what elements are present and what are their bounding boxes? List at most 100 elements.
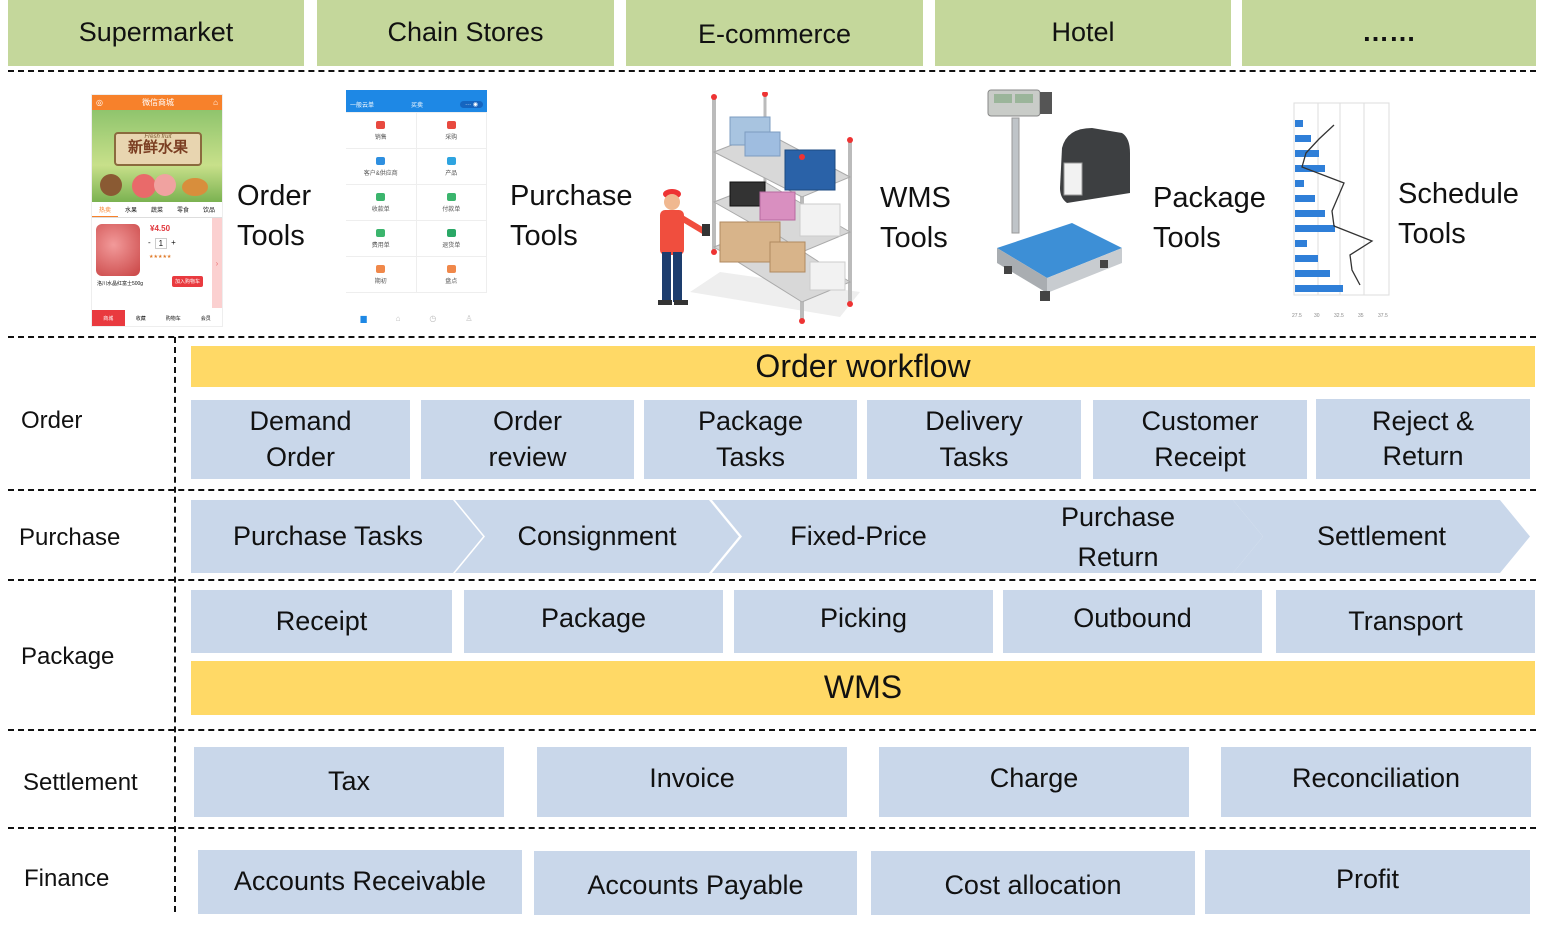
industry-chain-stores[interactable]: Chain Stores <box>317 0 614 66</box>
industry-label: Supermarket <box>78 17 234 48</box>
grid-item-label: 期初 <box>374 278 387 285</box>
grid-item[interactable]: 付款单 <box>416 185 487 221</box>
tab[interactable]: 热卖 <box>92 202 118 217</box>
module-accounts-payable[interactable]: Accounts Payable <box>534 851 857 915</box>
order-workflow-bar[interactable]: Order workflow <box>191 346 1535 387</box>
tool-label-line: Purchase <box>510 180 633 212</box>
home-icon[interactable]: ▆ <box>360 313 367 323</box>
module-label: Package <box>697 406 804 437</box>
module-label: Delivery <box>925 406 1023 437</box>
bar-label: WMS <box>823 669 903 706</box>
tool-label-order: Order Tools <box>237 176 311 256</box>
module-label: Return <box>1382 441 1464 471</box>
bar-label: Order workflow <box>755 347 971 384</box>
nav-item[interactable]: 商城 <box>92 310 125 326</box>
grid-item-icon <box>376 156 386 165</box>
module-reconciliation[interactable]: Reconciliation <box>1221 747 1531 817</box>
grid-item[interactable]: 盘点 <box>416 257 487 293</box>
store-icon[interactable]: ⌂ <box>395 313 401 323</box>
svg-text:37.5: 37.5 <box>1378 313 1388 317</box>
module-label: Receipt <box>1154 441 1246 472</box>
grid-item-icon <box>376 192 386 201</box>
clock-icon[interactable]: ◷ <box>429 313 437 323</box>
module-transport[interactable]: Transport <box>1276 590 1535 653</box>
grid-item-icon <box>376 264 386 273</box>
tab[interactable]: 水果 <box>124 208 137 214</box>
tab[interactable]: 蔬菜 <box>150 208 163 214</box>
warehouse-illustration <box>658 92 860 324</box>
grid-item[interactable]: 收款单 <box>346 185 417 221</box>
module-outbound[interactable]: Outbound <box>1003 590 1262 653</box>
module-label: Tasks <box>715 441 785 472</box>
step-purchase-tasks[interactable]: Purchase Tasks <box>191 500 483 573</box>
step-label: Purchase <box>1060 501 1176 532</box>
industry-label: E-commerce <box>697 19 852 50</box>
wms-bar[interactable]: WMS <box>191 661 1535 715</box>
industry-ecommerce[interactable]: E-commerce <box>626 0 923 66</box>
grid-item[interactable]: 费用单 <box>346 221 417 257</box>
grid-item[interactable]: 产品 <box>416 149 487 185</box>
tab[interactable]: 饮品 <box>202 208 215 214</box>
module-tax[interactable]: Tax <box>194 747 504 817</box>
step-label: Purchase Tasks <box>232 520 424 551</box>
module-package[interactable]: Package <box>464 590 723 653</box>
industry-more[interactable]: …… <box>1242 0 1536 66</box>
tool-label-package: Package Tools <box>1153 178 1266 258</box>
user-icon[interactable]: ♙ <box>465 313 473 323</box>
grid-item[interactable]: 销售 <box>346 113 417 149</box>
module-charge[interactable]: Charge <box>879 747 1189 817</box>
module-label: Outbound <box>1073 602 1192 633</box>
module-cost-allocation[interactable]: Cost allocation <box>871 851 1195 915</box>
fruit-banner: Fresh fruit 新鲜水果 <box>92 110 222 202</box>
nav-item[interactable]: 收藏 <box>135 315 146 322</box>
divider <box>8 336 1536 338</box>
divider <box>8 729 1536 731</box>
quantity-stepper[interactable]: -1+ <box>148 238 176 249</box>
divider <box>8 489 1536 491</box>
module-receipt[interactable]: Receipt <box>191 590 452 653</box>
row-label-settlement: Settlement <box>23 769 138 796</box>
tool-label-purchase: Purchase Tools <box>510 176 633 256</box>
nav-item[interactable]: 购物车 <box>165 315 181 322</box>
industry-supermarket[interactable]: Supermarket <box>8 0 304 66</box>
grid-item-label: 销售 <box>374 134 387 141</box>
industry-label: …… <box>1362 17 1416 48</box>
module-label: Accounts Receivable <box>233 866 487 897</box>
step-settlement[interactable]: Settlement <box>1233 500 1530 573</box>
grid-item[interactable]: 期初 <box>346 257 417 293</box>
step-label: Fixed-Price <box>790 520 927 551</box>
step-consignment[interactable]: Consignment <box>455 500 739 573</box>
grid-item[interactable]: 采购 <box>416 113 487 149</box>
tool-label-line: Package <box>1153 182 1266 214</box>
app-title: 买卖 <box>411 102 424 109</box>
nav-item[interactable]: 会员 <box>200 315 211 322</box>
industry-hotel[interactable]: Hotel <box>935 0 1231 66</box>
module-reject-return[interactable]: Reject &Return <box>1316 399 1530 479</box>
svg-text:32.5: 32.5 <box>1334 313 1344 317</box>
more-icon[interactable]: ··· ◉ <box>460 100 483 108</box>
module-profit[interactable]: Profit <box>1205 850 1530 914</box>
tab[interactable]: 零食 <box>176 208 189 214</box>
grid-item[interactable]: 退货单 <box>416 221 487 257</box>
row-label-finance: Finance <box>24 865 110 892</box>
module-accounts-receivable[interactable]: Accounts Receivable <box>198 850 522 914</box>
bottom-nav: ▆ ⌂ ◷ ♙ <box>346 311 487 325</box>
step-fixed-price[interactable]: Fixed-Price <box>712 500 1005 573</box>
tool-label-line: Schedule <box>1398 178 1519 210</box>
app-left: 一般云单 <box>350 102 375 109</box>
add-to-cart-button[interactable]: 加入购物车 <box>172 276 204 287</box>
grid-item-icon <box>446 192 456 201</box>
grid-item[interactable]: 客户&供应商 <box>346 149 417 185</box>
category-tabs: 热卖 水果 蔬菜 零食 饮品 <box>92 202 222 218</box>
module-picking[interactable]: Picking <box>734 590 993 653</box>
chevron-right-icon[interactable]: › <box>212 218 222 308</box>
tool-label-line: WMS <box>880 182 951 214</box>
module-invoice[interactable]: Invoice <box>537 747 847 817</box>
tool-label-line: Order <box>237 180 312 212</box>
